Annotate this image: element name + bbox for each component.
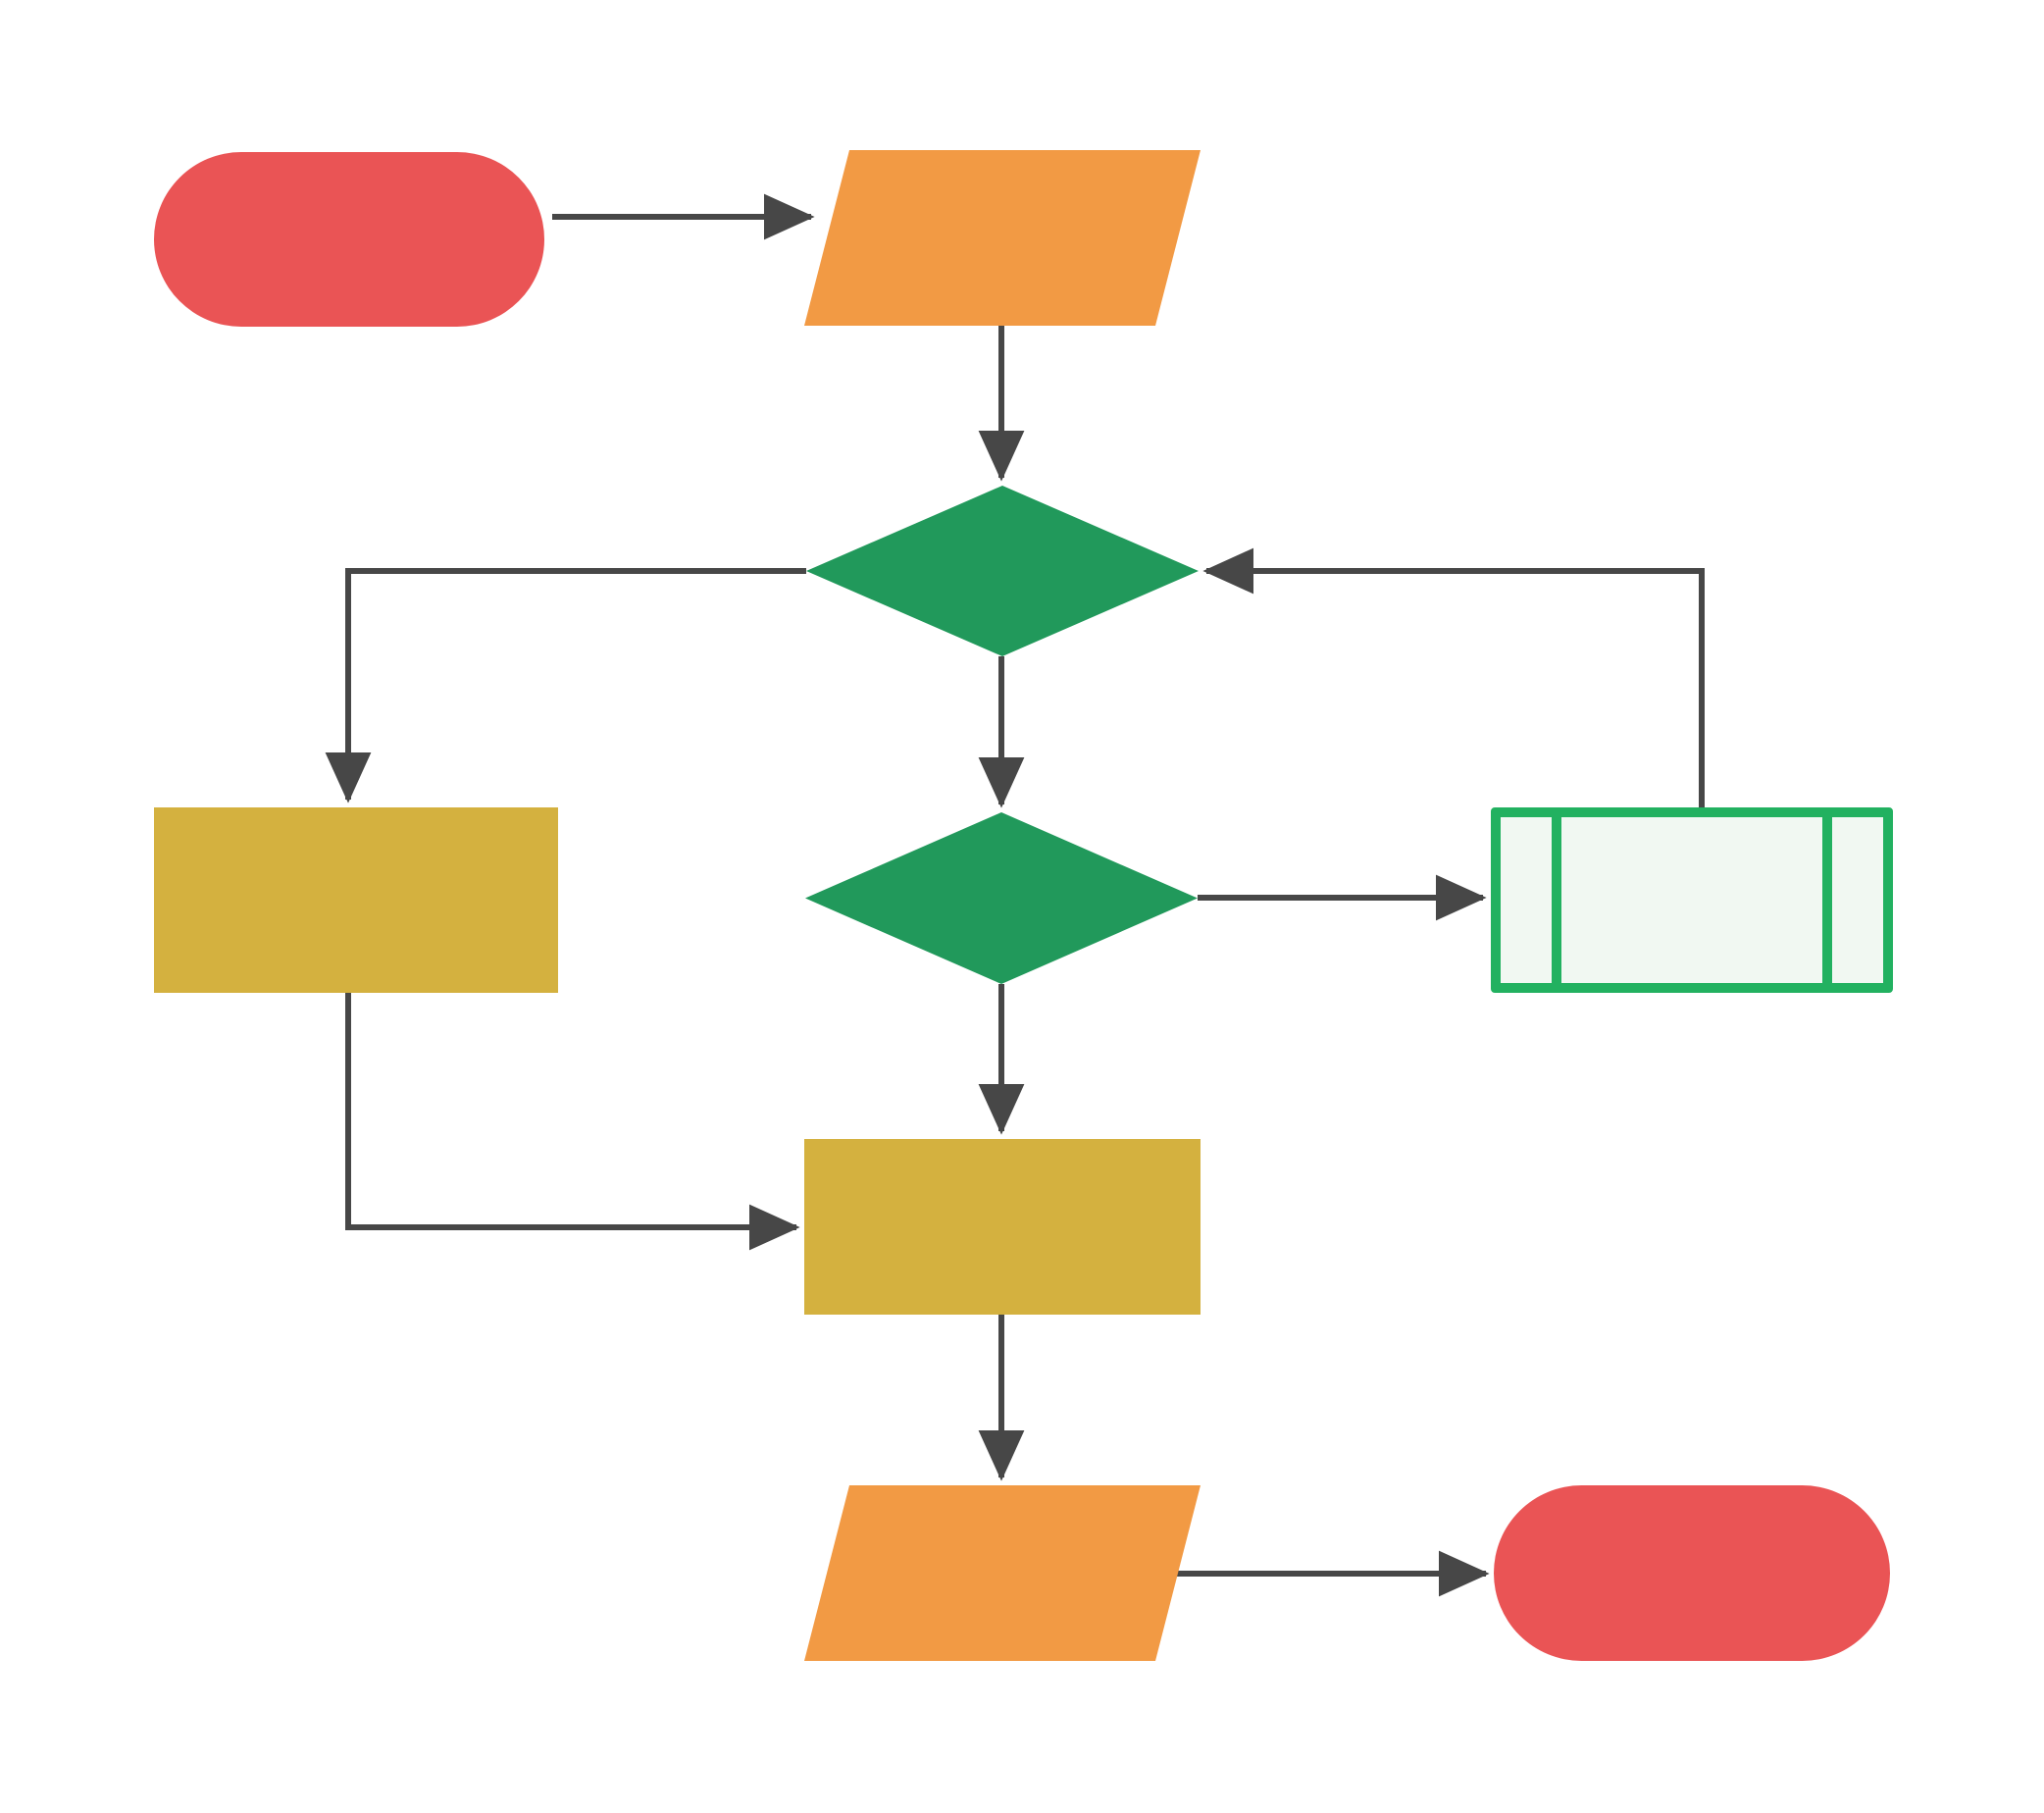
subroutine-right-bar	[1822, 817, 1832, 983]
node-subroutine[interactable]	[1491, 807, 1893, 993]
edge-process-left-to-process-mid	[345, 993, 800, 1251]
subroutine-left-bar	[1552, 817, 1561, 983]
node-end[interactable]	[1494, 1485, 1890, 1661]
edge-subroutine-to-decision1	[1202, 547, 1705, 807]
node-output[interactable]	[804, 1485, 1201, 1661]
edge-decision1-to-process-left	[325, 568, 806, 803]
diamond-shape	[806, 486, 1199, 656]
diamond-shape	[805, 812, 1198, 984]
node-decision1[interactable]	[806, 486, 1199, 656]
parallelogram-shape	[804, 1485, 1201, 1661]
node-process-mid[interactable]	[804, 1139, 1201, 1315]
node-decision2[interactable]	[805, 812, 1198, 984]
node-process-left[interactable]	[154, 807, 558, 993]
node-input[interactable]	[804, 150, 1201, 326]
parallelogram-shape	[804, 150, 1201, 326]
node-start[interactable]	[154, 152, 544, 327]
